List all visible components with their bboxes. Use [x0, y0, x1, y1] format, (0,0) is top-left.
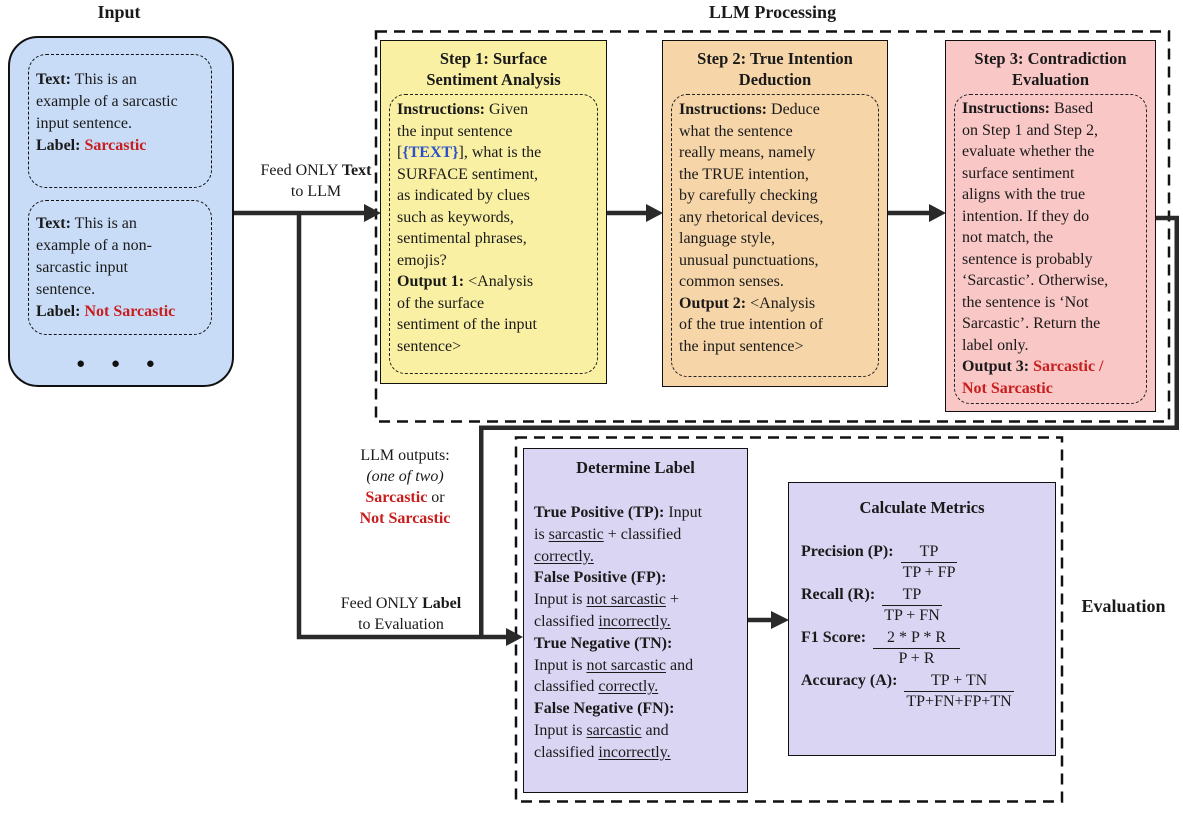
fraction-numerator: 2 * P * R [873, 628, 960, 649]
step1-box: Step 1: Surface Sentiment Analysis Instr… [380, 40, 607, 384]
fraction-denominator: TP + FP [902, 563, 956, 581]
input-example-card-sarcastic: Text: This is an example of a sarcastic … [28, 54, 212, 188]
calculate-metrics-title: Calculate Metrics [859, 498, 985, 517]
section-title-llm-processing: LLM Processing [708, 2, 837, 22]
edge-label-feed-label-to-evaluation: Feed ONLY Label to Evaluation [340, 595, 462, 633]
wire-input-label-branch [296, 213, 509, 640]
fraction-numerator: TP [882, 585, 942, 606]
edge-label-llm-outputs: LLM outputs: (one of two) Sarcastic or N… [359, 447, 451, 527]
metric-rows: Precision (P): TP TP + FP Recall (R): TP… [789, 542, 1055, 711]
fraction: TP + TN TP+FN+FP+TN [904, 671, 1014, 711]
metric-label: Accuracy (A): [801, 672, 898, 689]
metric-label: F1 Score: [801, 629, 867, 646]
metric-label: Precision (P): [801, 543, 894, 560]
determine-label-box: Determine Label True Positive (TP): Inpu… [523, 448, 748, 793]
arrowhead-into-step1 [364, 204, 381, 222]
fraction-numerator: TP [900, 542, 958, 563]
step2-prompt-text: Instructions: Deduce what the sentence r… [679, 101, 824, 355]
step3-prompt-text: Instructions: Based on Step 1 and Step 2… [962, 100, 1109, 397]
input-example-text: Text: This is an example of a sarcastic … [36, 71, 178, 154]
step3-prompt-card: Instructions: Based on Step 1 and Step 2… [954, 94, 1147, 404]
step1-prompt-card: Instructions: Given the input sentence [… [389, 94, 598, 374]
metric-row-precision: Precision (P): TP TP + FP [801, 542, 1055, 582]
fraction-denominator: TP + FN [884, 606, 940, 624]
fraction-denominator: TP+FN+FP+TN [906, 692, 1012, 710]
fraction: 2 * P * R P + R [873, 628, 960, 668]
section-title-input: Input [97, 2, 141, 22]
section-title-evaluation: Evaluation [1081, 596, 1166, 616]
arrowhead-into-step3 [929, 204, 946, 222]
fraction: TP TP + FN [882, 585, 942, 625]
edge-label-feed-text-to-llm: Feed ONLY Text to LLM [260, 162, 372, 200]
metric-row-f1: F1 Score: 2 * P * R P + R [801, 628, 1055, 668]
fraction-numerator: TP + TN [904, 671, 1014, 692]
step2-prompt-card: Instructions: Deduce what the sentence r… [671, 94, 879, 377]
evaluation-region-border [514, 436, 1064, 803]
fraction-denominator: P + R [898, 649, 935, 667]
step3-title: Step 3: Contradiction Evaluation [974, 49, 1127, 89]
step2-title: Step 2: True Intention Deduction [697, 49, 853, 89]
wire-step3-output-route [479, 215, 1179, 637]
ellipsis-more-examples: ● ● ● [76, 356, 166, 372]
step1-title: Step 1: Surface Sentiment Analysis [426, 49, 561, 89]
metric-row-accuracy: Accuracy (A): TP + TN TP+FN+FP+TN [801, 671, 1055, 711]
calculate-metrics-box: Calculate Metrics Precision (P): TP TP +… [788, 482, 1056, 756]
arrowhead-into-step2 [646, 204, 663, 222]
metric-label: Recall (R): [801, 586, 876, 603]
step2-box: Step 2: True Intention Deduction Instruc… [662, 40, 888, 387]
arrowhead-into-determine [506, 628, 523, 646]
determine-label-title: Determine Label [576, 458, 695, 477]
input-example-text: Text: This is an example of a non- sarca… [36, 215, 176, 320]
llm-processing-region-border [374, 30, 1171, 423]
determine-label-definitions: True Positive (TP): Input is sarcastic +… [534, 504, 703, 761]
metric-row-recall: Recall (R): TP TP + FN [801, 585, 1055, 625]
step1-prompt-text: Instructions: Given the input sentence [… [397, 101, 542, 355]
fraction: TP TP + FP [900, 542, 958, 582]
input-example-card-not-sarcastic: Text: This is an example of a non- sarca… [28, 200, 212, 335]
input-panel: Text: This is an example of a sarcastic … [8, 36, 234, 387]
step3-box: Step 3: Contradiction Evaluation Instruc… [945, 40, 1156, 412]
arrowhead-into-metrics [771, 611, 789, 629]
